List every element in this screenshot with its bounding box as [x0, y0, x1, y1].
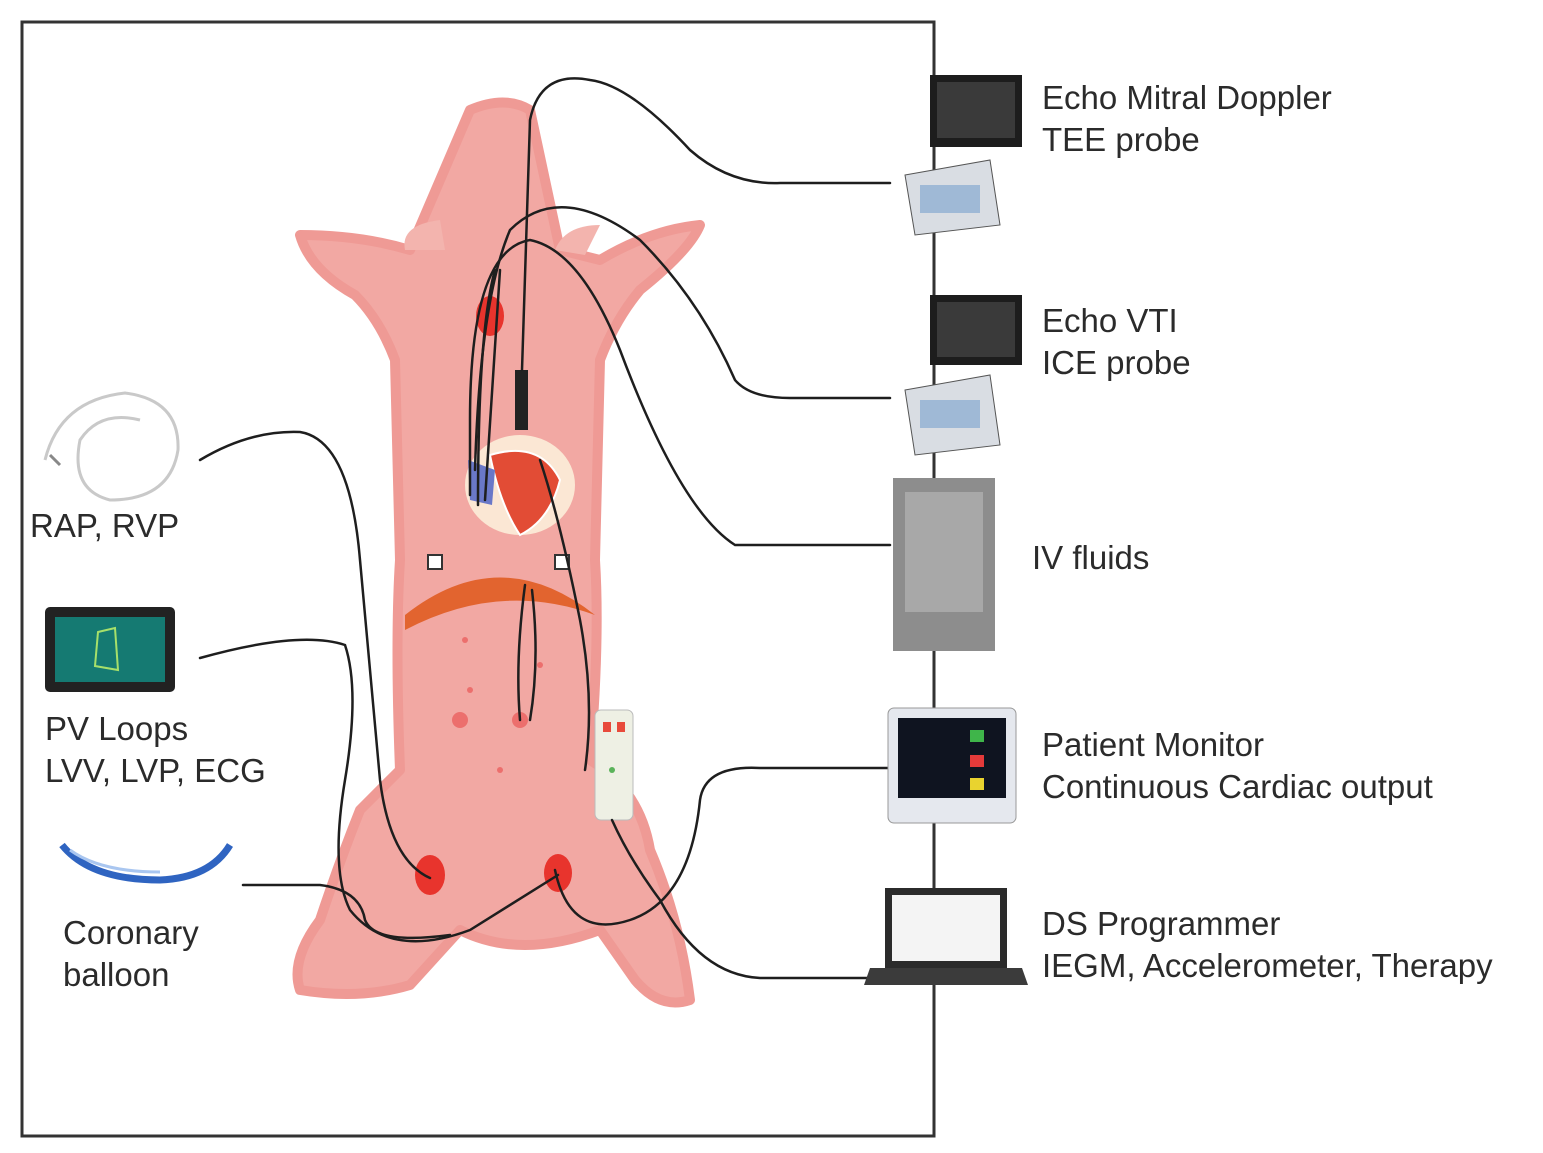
label-line: Echo Mitral Doppler [1042, 79, 1332, 116]
label-line: ICE probe [1042, 344, 1191, 381]
skin-dots [452, 637, 543, 773]
label-rap-rvp: RAP, RVP [30, 505, 179, 547]
cables [198, 77, 892, 980]
label-line: IV fluids [1032, 539, 1150, 576]
echo-machine-ice [904, 295, 1022, 456]
label-echo-vti: Echo VTI ICE probe [1042, 300, 1191, 384]
diaphragm [405, 577, 595, 630]
label-pv-loops: PV Loops LVV, LVP, ECG [45, 708, 266, 792]
ecg-electrode-right [554, 554, 570, 570]
ecg-electrode-left [427, 554, 443, 570]
label-line: TEE probe [1042, 121, 1200, 158]
pv-loop-monitor [45, 607, 175, 692]
label-line: RAP, RVP [30, 507, 180, 544]
label-coronary-balloon: Coronary balloon [63, 912, 199, 996]
patient-monitor [887, 707, 1017, 824]
label-ds-programmer: DS Programmer IEGM, Accelerometer, Thera… [1042, 903, 1493, 987]
label-line: LVV, LVP, ECG [45, 752, 266, 789]
heart-illustration [465, 435, 575, 537]
label-patient-monitor: Patient Monitor Continuous Cardiac outpu… [1042, 724, 1433, 808]
label-line: DS Programmer [1042, 905, 1281, 942]
laptop-programmer [864, 888, 1028, 985]
coronary-balloon [59, 842, 233, 884]
pig-body [292, 97, 705, 1008]
echo-machine-tee [904, 75, 1022, 236]
tee-probe [515, 370, 528, 430]
label-iv-fluids: IV fluids [1032, 537, 1149, 579]
label-line: PV Loops [45, 710, 189, 747]
implanted-device [594, 709, 634, 821]
label-line: Patient Monitor [1042, 726, 1264, 763]
rap-rvp-catheter [43, 391, 180, 502]
label-line: IEGM, Accelerometer, Therapy [1042, 947, 1493, 984]
label-line: balloon [63, 956, 170, 993]
label-line: Coronary [63, 914, 199, 951]
label-line: Echo VTI [1042, 302, 1178, 339]
iv-fluid-bag [893, 478, 995, 651]
label-line: Continuous Cardiac output [1042, 768, 1433, 805]
label-echo-mitral-doppler: Echo Mitral Doppler TEE probe [1042, 77, 1332, 161]
